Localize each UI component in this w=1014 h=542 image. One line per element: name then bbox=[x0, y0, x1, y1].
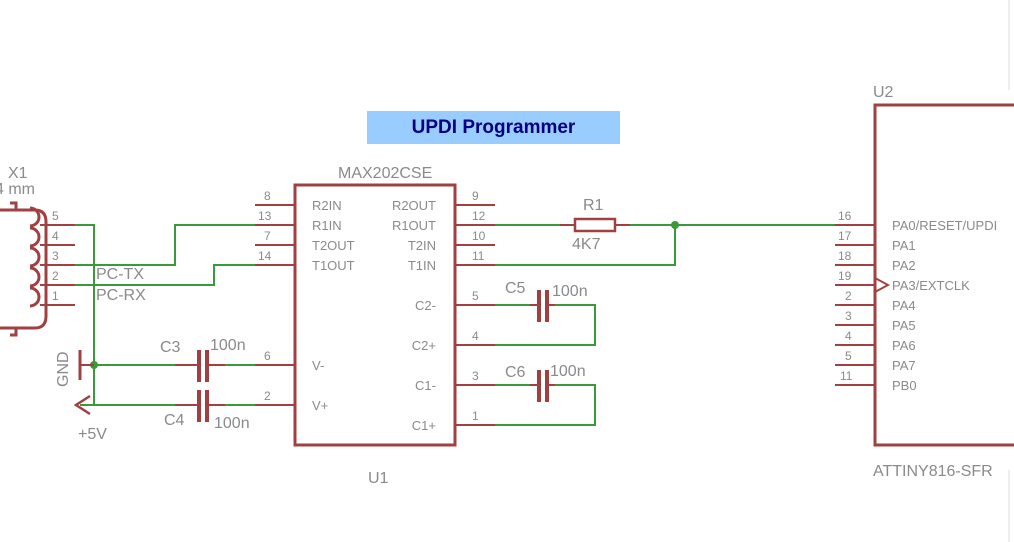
c6-name: C6 bbox=[505, 364, 526, 381]
u1-pin-c2minus: C2- bbox=[415, 298, 436, 313]
u1-part: MAX202CSE bbox=[338, 165, 432, 182]
u2-pin-pa7: PA7 bbox=[892, 358, 916, 373]
junction-updi bbox=[671, 221, 679, 229]
u1-pin-r2out: R2OUT bbox=[392, 198, 436, 213]
u1-pin-c1minus: C1- bbox=[415, 378, 436, 393]
u2-pin-num-11: 11 bbox=[840, 369, 853, 383]
x1-pin-3: 3 bbox=[52, 249, 59, 263]
gnd-label: GND bbox=[55, 351, 72, 387]
u2-pin-pa6: PA6 bbox=[892, 338, 916, 353]
capacitor-c3: C3 100n bbox=[160, 337, 246, 382]
c5-value: 100n bbox=[552, 283, 588, 300]
x1-pin-4: 4 bbox=[52, 229, 59, 243]
u1-pin-num-4: 4 bbox=[472, 329, 479, 343]
u2-pin-pa0: PA0/RESET/UPDI bbox=[892, 218, 997, 233]
u1-pin-num-12: 12 bbox=[472, 209, 486, 223]
c4-name: C4 bbox=[164, 412, 185, 429]
chip-u2: U2 ATTINY816-SFR 16 17 18 19 2 3 4 5 11 … bbox=[835, 0, 1014, 542]
u2-pin-pa1: PA1 bbox=[892, 238, 916, 253]
x1-name: X1 bbox=[8, 165, 28, 182]
x1-pin-2: 2 bbox=[52, 269, 59, 283]
vcc-symbol: +5V bbox=[73, 394, 107, 443]
u2-pin-pa5: PA5 bbox=[892, 318, 916, 333]
u1-pin-t2in: T2IN bbox=[408, 238, 436, 253]
u2-pin-pa3: PA3/EXTCLK bbox=[892, 278, 970, 293]
clock-input-marker bbox=[874, 277, 891, 293]
u1-pin-num-13: 13 bbox=[258, 209, 272, 223]
u1-pin-num-8: 8 bbox=[264, 189, 271, 203]
u1-pin-num-11: 11 bbox=[472, 249, 485, 263]
diagram-title: UPDI Programmer bbox=[411, 117, 576, 138]
net-label-pc-rx: PC-RX bbox=[96, 287, 146, 304]
title-banner bbox=[367, 111, 620, 144]
u2-pin-pa2: PA2 bbox=[892, 258, 916, 273]
net-label-pc-tx: PC-TX bbox=[96, 266, 144, 283]
u2-pin-num-16: 16 bbox=[838, 209, 852, 223]
u1-pin-c2plus: C2+ bbox=[412, 338, 436, 353]
u2-pin-num-18: 18 bbox=[838, 249, 852, 263]
gnd-symbol: GND bbox=[55, 350, 94, 387]
resistor-r1: R1 4K7 bbox=[560, 197, 630, 253]
r1-name: R1 bbox=[583, 197, 604, 214]
connector-x1: X1 4 mm 5 4 3 2 1 bbox=[0, 165, 75, 337]
x1-pin-5: 5 bbox=[52, 209, 59, 223]
chip-u1: MAX202CSE U1 8 13 7 14 6 2 R2IN R1IN T2O… bbox=[255, 165, 495, 487]
capacitor-c6: C6 100n bbox=[505, 363, 586, 402]
u2-pin-pa4: PA4 bbox=[892, 298, 916, 313]
vcc-label: +5V bbox=[78, 426, 107, 443]
u1-name: U1 bbox=[368, 470, 389, 487]
u2-pin-num-2: 2 bbox=[845, 289, 852, 303]
capacitor-c4: C4 100n bbox=[164, 390, 250, 432]
u1-pin-r1out: R1OUT bbox=[392, 218, 436, 233]
u1-pin-num-1: 1 bbox=[472, 409, 479, 423]
u1-pin-num-7: 7 bbox=[264, 229, 271, 243]
x1-size-label: 4 mm bbox=[0, 181, 35, 198]
u1-pin-num-5: 5 bbox=[472, 289, 479, 303]
c5-name: C5 bbox=[505, 280, 526, 297]
u2-pin-num-17: 17 bbox=[838, 229, 852, 243]
u1-pin-t1out: T1OUT bbox=[312, 258, 355, 273]
u1-pin-t1in: T1IN bbox=[408, 258, 436, 273]
u1-pin-t2out: T2OUT bbox=[312, 238, 355, 253]
x1-pin-1: 1 bbox=[52, 289, 59, 303]
u2-part: ATTINY816-SFR bbox=[873, 463, 993, 480]
u1-pin-num-9: 9 bbox=[472, 189, 479, 203]
r1-value: 4K7 bbox=[572, 236, 601, 253]
c4-value: 100n bbox=[214, 415, 250, 432]
u1-pin-vplus: V+ bbox=[312, 398, 328, 413]
c6-value: 100n bbox=[550, 363, 586, 380]
u2-pin-num-3: 3 bbox=[845, 309, 852, 323]
u1-pin-r2in: R2IN bbox=[312, 198, 342, 213]
u2-pin-num-19: 19 bbox=[838, 269, 852, 283]
u1-pin-num-2: 2 bbox=[264, 389, 271, 403]
c3-value: 100n bbox=[210, 337, 246, 354]
capacitor-c5: C5 100n bbox=[505, 280, 588, 322]
u1-pin-num-3: 3 bbox=[472, 369, 479, 383]
u1-pin-c1plus: C1+ bbox=[412, 418, 436, 433]
u1-pin-num-6: 6 bbox=[264, 349, 271, 363]
u1-pin-num-10: 10 bbox=[472, 229, 486, 243]
u2-name: U2 bbox=[873, 84, 894, 101]
u2-pin-num-5: 5 bbox=[845, 349, 852, 363]
wires bbox=[75, 224, 835, 426]
u2-pin-num-4: 4 bbox=[845, 329, 852, 343]
u2-pin-pb0: PB0 bbox=[892, 378, 917, 393]
u1-pin-num-14: 14 bbox=[258, 249, 272, 263]
u1-pin-vminus: V- bbox=[312, 358, 324, 373]
c3-name: C3 bbox=[160, 339, 181, 356]
u1-pin-r1in: R1IN bbox=[312, 218, 342, 233]
